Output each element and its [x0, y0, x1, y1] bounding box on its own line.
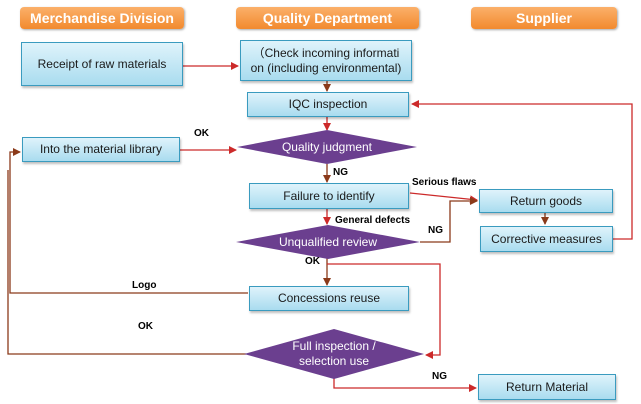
return-material-box: Return Material [478, 374, 616, 400]
failure-identify-box: Failure to identify [249, 183, 409, 209]
quality-judgment-shape [237, 130, 417, 164]
full-inspection-label: Full inspection / selection use [292, 339, 376, 368]
edge-corrective-iqc [411, 100, 633, 240]
quality-judgment-label: Quality judgment [281, 139, 373, 154]
receipt-box: Receipt of raw materials [21, 42, 183, 86]
unqualified-review-label: Unqualified review [278, 234, 378, 249]
serious-flaws-label: Serious flaws [412, 177, 477, 188]
ng-review-label: NG [428, 225, 443, 236]
general-defects-label: General defects [335, 215, 411, 226]
ok-judgment-label: OK [194, 128, 209, 139]
edge-concessions-library [9, 148, 248, 294]
return-goods-box: Return goods [479, 189, 613, 213]
full-inspection-shape [244, 329, 424, 379]
ng-full-label: NG [432, 371, 447, 382]
edge-review-return-goods [420, 197, 478, 243]
material-library-box: Into the material library [22, 137, 180, 162]
concessions-reuse-box: Concessions reuse [249, 286, 409, 311]
edge-review-full [327, 263, 441, 359]
ok-full-label: OK [138, 321, 153, 332]
lane-header-supplier: Supplier [471, 7, 617, 29]
iqc-inspection-box: IQC inspection [247, 92, 409, 117]
logo-label: Logo [132, 280, 157, 291]
ng-judgment-label: NG [333, 167, 348, 178]
edge-failure-return-goods [409, 192, 478, 204]
unqualified-review-diamond: Unqualified review [236, 225, 420, 259]
check-incoming-box: （Check incoming informati on (including … [240, 40, 412, 81]
corrective-measures-box: Corrective measures [480, 226, 613, 252]
quality-judgment-diamond: Quality judgment [237, 130, 417, 164]
ok-review-label: OK [305, 256, 320, 267]
unqualified-review-shape [236, 225, 420, 259]
lane-header-merchandise: Merchandise Division [20, 7, 184, 29]
full-inspection-diamond: Full inspection / selection use [244, 329, 424, 379]
edge-full-library [7, 170, 246, 355]
lane-header-quality: Quality Department [236, 7, 419, 29]
